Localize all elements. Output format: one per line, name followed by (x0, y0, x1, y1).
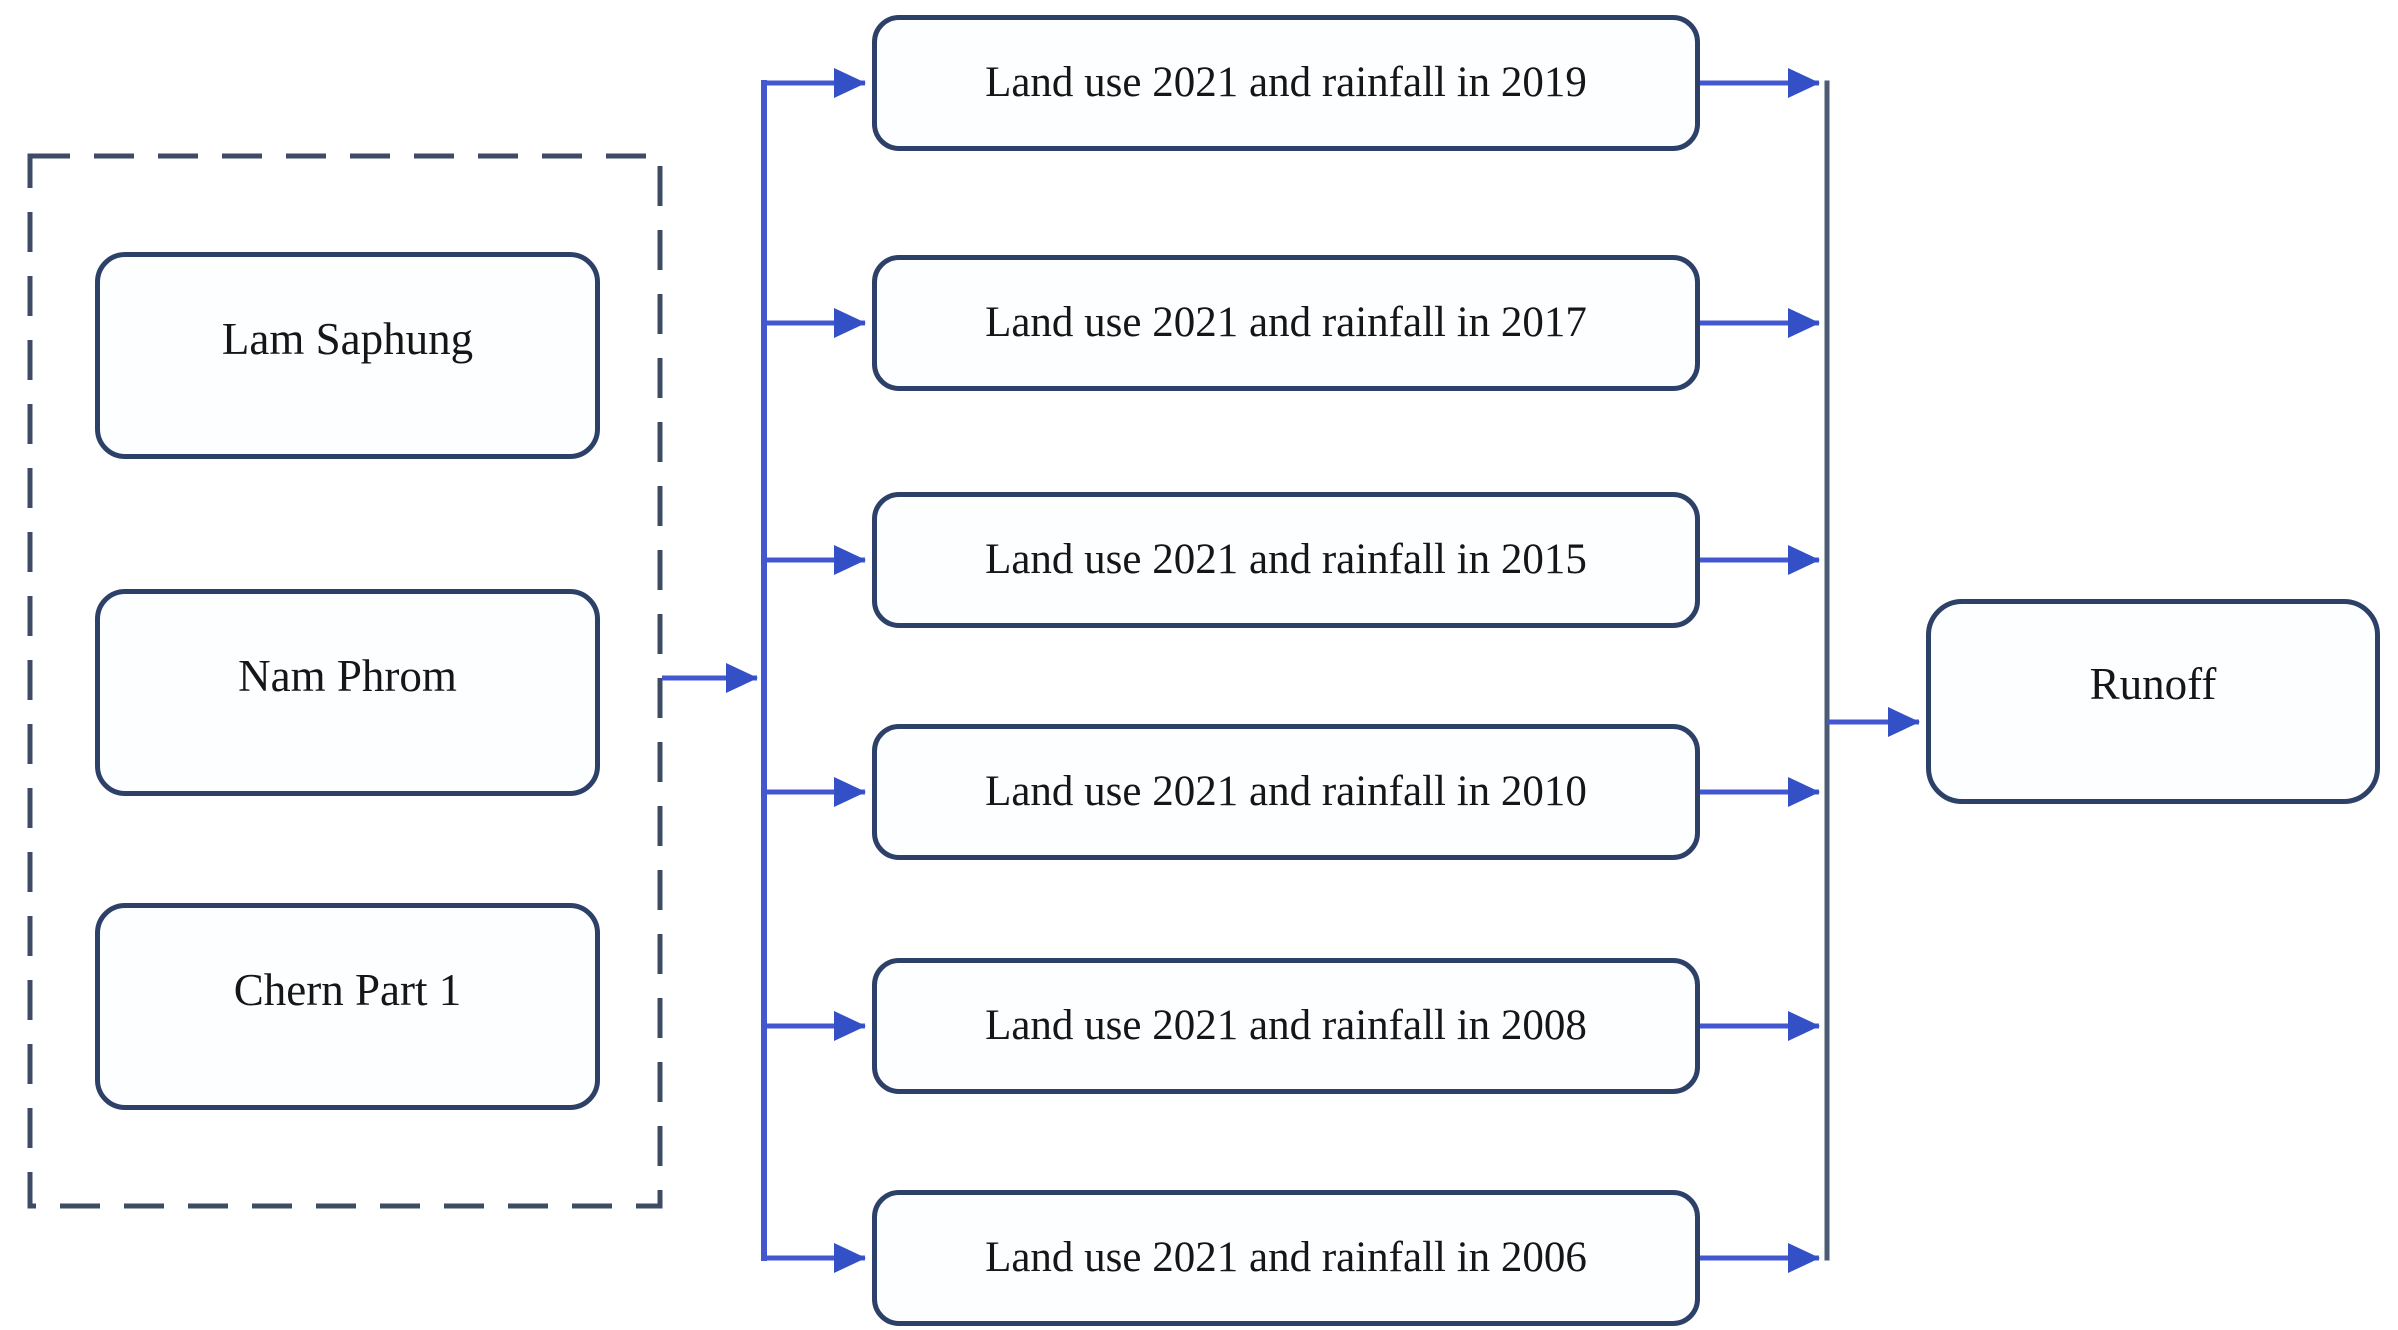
node-lam-saphung: Lam Saphung (95, 252, 600, 459)
node-label: Runoff (2089, 659, 2217, 709)
node-label: Nam Phrom (238, 651, 457, 701)
node-scenario-2019: Land use 2021 and rainfall in 2019 (872, 15, 1700, 151)
node-scenario-2008: Land use 2021 and rainfall in 2008 (872, 958, 1700, 1094)
node-scenario-2006: Land use 2021 and rainfall in 2006 (872, 1190, 1700, 1326)
node-label: Land use 2021 and rainfall in 2015 (985, 536, 1587, 584)
node-label: Land use 2021 and rainfall in 2006 (985, 1234, 1587, 1282)
node-label: Land use 2021 and rainfall in 2017 (985, 299, 1587, 347)
subbasin-group-boundary (27, 153, 663, 1209)
node-label: Lam Saphung (221, 314, 474, 364)
node-label: Chern Part 1 (233, 965, 462, 1015)
node-runoff: Runoff (1926, 599, 2380, 804)
node-label: Land use 2021 and rainfall in 2008 (985, 1002, 1587, 1050)
node-label: Land use 2021 and rainfall in 2010 (985, 768, 1587, 816)
node-scenario-2015: Land use 2021 and rainfall in 2015 (872, 492, 1700, 628)
node-scenario-2010: Land use 2021 and rainfall in 2010 (872, 724, 1700, 860)
node-chern-part-1: Chern Part 1 (95, 903, 600, 1110)
node-label: Land use 2021 and rainfall in 2019 (985, 59, 1587, 107)
node-nam-phrom: Nam Phrom (95, 589, 600, 796)
node-scenario-2017: Land use 2021 and rainfall in 2017 (872, 255, 1700, 391)
